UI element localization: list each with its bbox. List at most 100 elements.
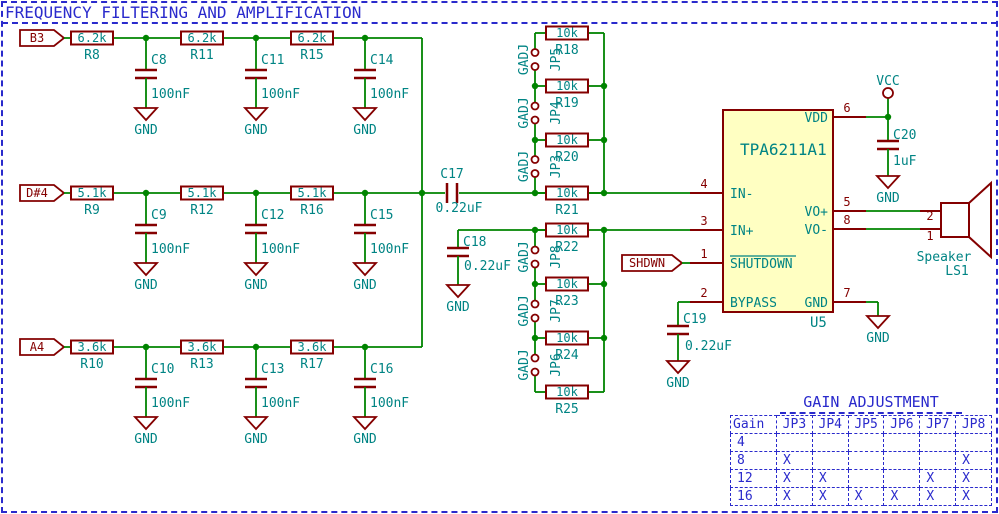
pin-name: VDD xyxy=(805,111,829,126)
shdwn-port-flag xyxy=(621,254,684,272)
junction-dot xyxy=(600,82,608,90)
resistor-value: 3.6k xyxy=(298,340,328,354)
input-port-flag xyxy=(19,184,66,202)
pin-name: VO+ xyxy=(805,205,829,220)
jumper-mark-cell xyxy=(811,451,849,470)
resistor-ref: R12 xyxy=(190,203,213,218)
junction-dot xyxy=(600,136,608,144)
resistor-value: 10k xyxy=(556,223,578,237)
resistor-value: 6.2k xyxy=(188,31,218,45)
gnd-label: GND xyxy=(134,123,158,138)
resistor-value: 3.6k xyxy=(78,340,108,354)
cap-ref: C17 xyxy=(440,167,463,182)
resistor-body xyxy=(70,185,114,201)
jumper-mark-cell: X xyxy=(955,487,992,506)
jumper-pin xyxy=(530,48,540,57)
jumper-pin xyxy=(530,367,540,377)
junction-dot xyxy=(531,189,539,197)
resistor-value: 10k xyxy=(556,385,578,399)
resistor-body xyxy=(545,384,589,400)
gnd-symbol xyxy=(132,107,160,122)
pin-number: 6 xyxy=(843,101,850,115)
port-label: SHDWN xyxy=(629,256,665,270)
resistor-value: 10k xyxy=(556,133,578,147)
junction-dot xyxy=(531,136,539,144)
junction-dot xyxy=(418,189,426,197)
gain-value-cell: 8 xyxy=(730,451,777,470)
jumper-mark-cell: X xyxy=(811,469,849,488)
cap-ref: C16 xyxy=(370,362,393,377)
pin-number: 4 xyxy=(700,177,707,191)
jumper-mark-cell xyxy=(811,433,849,452)
resistor-value: 10k xyxy=(556,79,578,93)
cap-value: 0.22uF xyxy=(685,339,732,354)
cap-value: 100nF xyxy=(151,396,190,411)
gain-value-cell: 16 xyxy=(730,487,777,506)
resistor-ref: R8 xyxy=(84,48,100,63)
resistor-value: 10k xyxy=(556,186,578,200)
resistor-body xyxy=(290,30,334,46)
cap-value: 100nF xyxy=(151,87,190,102)
gnd-label: GND xyxy=(446,300,470,315)
pin-number: 2 xyxy=(926,209,933,223)
jumper-mark-cell: X xyxy=(776,451,813,470)
jumper-mark-cell xyxy=(883,469,921,488)
resistor-ref: R22 xyxy=(555,240,578,255)
gnd-label: GND xyxy=(666,376,690,391)
jumper-mark-cell: X xyxy=(955,451,992,470)
resistor-value: 6.2k xyxy=(78,31,108,45)
jumper-column-header: JP4 xyxy=(811,415,849,434)
resistor-ref: R19 xyxy=(555,96,578,111)
jumper-ref: JP6 xyxy=(549,353,564,376)
jumper-column-header: JP6 xyxy=(883,415,921,434)
resistor-value: 5.1k xyxy=(298,186,328,200)
gnd-symbol xyxy=(132,416,160,431)
cap-value: 0.22uF xyxy=(464,259,511,274)
pin-number: 5 xyxy=(843,195,850,209)
resistor-ref: R9 xyxy=(84,203,100,218)
cap-ref: C11 xyxy=(261,53,284,68)
title-separator-line xyxy=(2,22,997,24)
resistor-value: 10k xyxy=(556,26,578,40)
junction-dot xyxy=(600,189,608,197)
cap-value: 0.22uF xyxy=(436,201,483,216)
input-port-flag xyxy=(19,29,66,47)
jumper-column-header: JP5 xyxy=(847,415,885,434)
resistor-body xyxy=(180,30,224,46)
jumper-pin xyxy=(530,62,540,71)
ic-ref: U5 xyxy=(810,315,827,331)
pin-number: 1 xyxy=(700,247,707,261)
resistor-value: 5.1k xyxy=(78,186,108,200)
cap-ref: C9 xyxy=(151,208,167,223)
cap-value: 100nF xyxy=(370,87,409,102)
jumper-mark-cell: X xyxy=(883,487,921,506)
gnd-label: GND xyxy=(134,278,158,293)
cap-ref: C15 xyxy=(370,208,393,223)
pin-number: 1 xyxy=(926,229,933,243)
jumper-value: GADJ xyxy=(517,97,532,128)
resistor-ref: R11 xyxy=(190,48,213,63)
jumper-mark-cell xyxy=(955,433,992,452)
resistor-body xyxy=(545,276,589,292)
cap-value: 100nF xyxy=(261,87,300,102)
resistor-body xyxy=(545,330,589,346)
ic-value: TPA6211A1 xyxy=(740,140,827,159)
jumper-mark-cell xyxy=(883,451,921,470)
jumper-mark-cell: X xyxy=(811,487,849,506)
jumper-pin xyxy=(530,115,540,125)
junction-dot xyxy=(531,82,539,90)
jumper-ref: JP4 xyxy=(549,101,564,125)
resistor-value: 10k xyxy=(556,277,578,291)
gain-value-cell: 12 xyxy=(730,469,777,488)
jumper-mark-cell: X xyxy=(776,487,813,506)
ic-body xyxy=(722,109,834,313)
vcc-label: VCC xyxy=(876,74,899,89)
jumper-column-header: JP8 xyxy=(955,415,992,434)
gnd-label: GND xyxy=(244,123,268,138)
resistor-value: 10k xyxy=(556,331,578,345)
jumper-mark-cell xyxy=(847,433,885,452)
